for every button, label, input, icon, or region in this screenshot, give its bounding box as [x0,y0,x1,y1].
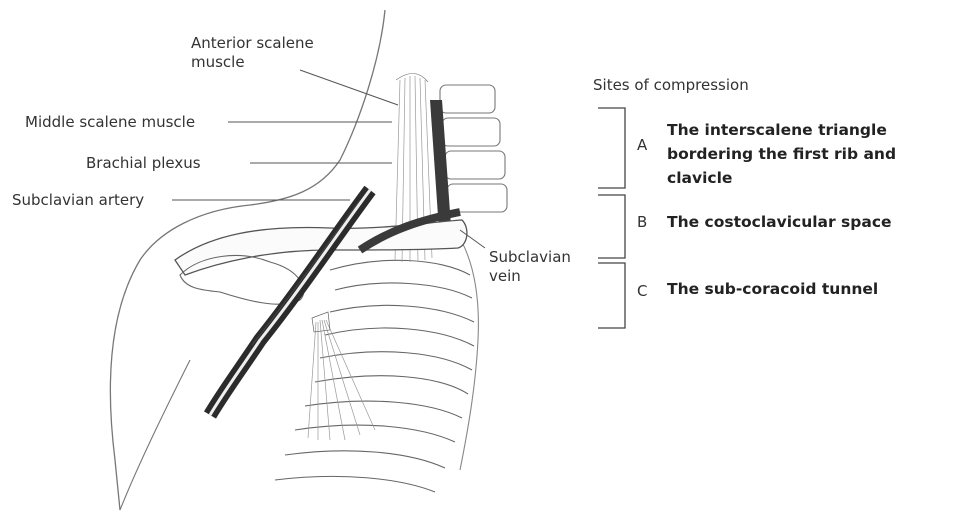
bracket-a [598,108,625,188]
vertebrae [440,85,507,212]
site-a-letter: A [637,136,647,154]
arm-outline [120,360,190,510]
label-brachial-plexus: Brachial plexus [86,153,201,173]
label-subclavian-vein-line2: vein [489,266,521,286]
site-c-line1: The sub-coracoid tunnel [667,277,878,301]
label-anterior-scalene-line2: muscle [191,52,245,72]
site-c-letter: C [637,282,647,300]
label-anterior-scalene-line1: Anterior scalene [191,33,314,53]
site-a-line2: bordering the first rib and clavicle [667,142,962,190]
site-a-line1: The interscalene triangle [667,118,887,142]
site-b-letter: B [637,213,647,231]
bracket-b [598,195,625,258]
sites-heading: Sites of compression [593,76,749,94]
leader-anterior-scalene [300,70,398,105]
neurovascular-bundle [210,190,370,415]
ribcage [275,260,474,492]
label-subclavian-vein-line1: Subclavian [489,247,571,267]
site-b-line1: The costoclavicular space [667,210,892,234]
label-subclavian-artery: Subclavian artery [12,190,144,210]
bracket-c [598,263,625,328]
torso-right-outline [455,230,478,470]
site-brackets [598,108,625,328]
label-middle-scalene: Middle scalene muscle [25,112,195,132]
